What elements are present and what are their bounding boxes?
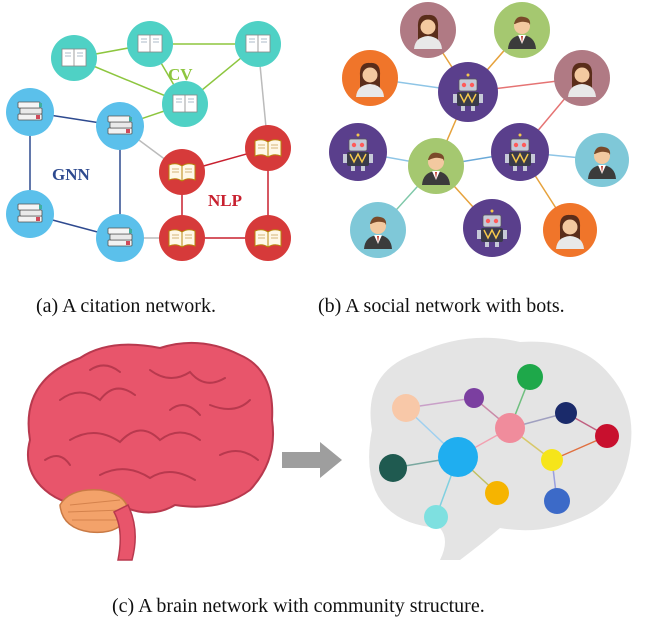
caption-b: (b) A social network with bots. (318, 295, 565, 317)
caption-c: (c) A brain network with community struc… (112, 595, 485, 617)
brain-node (555, 402, 577, 424)
brain-node (495, 413, 525, 443)
gnn-label: GNN (52, 165, 91, 184)
brain-node (517, 364, 543, 390)
user-node (350, 202, 406, 258)
user-node (408, 138, 464, 194)
brain-node (424, 505, 448, 529)
caption-a: (a) A citation network. (36, 295, 216, 317)
gnn-node (6, 190, 54, 238)
nlp-node (159, 149, 205, 195)
brain-node (379, 454, 407, 482)
user-node (543, 203, 597, 257)
cv-node (235, 21, 281, 67)
nlp-node (245, 125, 291, 171)
user-node (494, 2, 550, 58)
nlp-node (159, 215, 205, 261)
gnn-node (6, 88, 54, 136)
citation-network: CV GNN NLP (6, 21, 291, 262)
user-node (400, 2, 456, 58)
brain-node (544, 488, 570, 514)
user-node (554, 50, 610, 106)
brain-node (464, 388, 484, 408)
bot-node (438, 62, 498, 122)
nlp-node (245, 215, 291, 261)
gnn-node (96, 102, 144, 150)
cross-edges (119, 43, 269, 239)
brain-node (485, 481, 509, 505)
cv-node (127, 21, 173, 67)
brain-network (369, 337, 632, 560)
cv-label: CV (168, 65, 193, 84)
gnn-node (96, 214, 144, 262)
user-node (342, 50, 398, 106)
brain-node (438, 437, 478, 477)
nlp-label: NLP (208, 191, 242, 210)
cv-node (162, 81, 208, 127)
cv-node (51, 35, 97, 81)
bot-node (329, 123, 387, 181)
brain-node (392, 394, 420, 422)
brain-illustration (26, 341, 274, 561)
brain-node (595, 424, 619, 448)
user-node (575, 133, 629, 187)
bot-node (463, 199, 521, 257)
bot-node (491, 123, 549, 181)
arrow-right-icon (282, 442, 342, 478)
brain-node (541, 449, 563, 471)
social-network (329, 2, 629, 258)
